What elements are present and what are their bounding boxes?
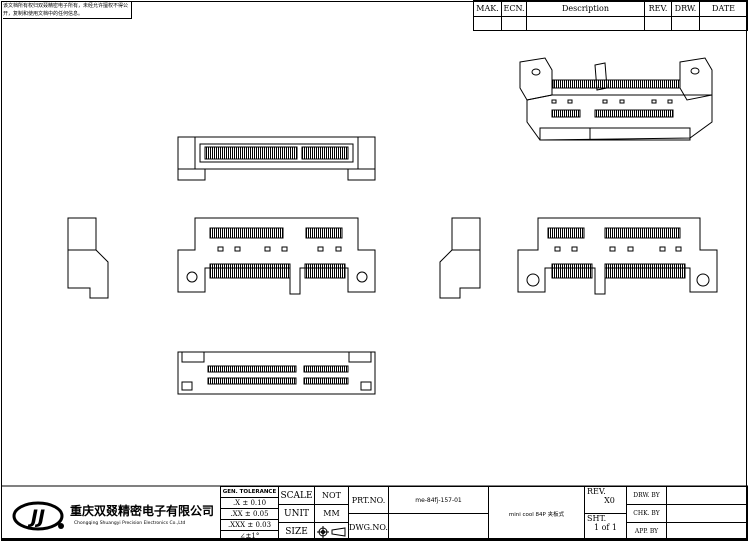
checked-by-label: CHK. BY [626, 504, 667, 523]
part-description: mini cool 84P 夹板式 [488, 486, 585, 541]
rev-cell [699, 16, 748, 31]
top-view [177, 136, 376, 181]
scale-value: NOT [314, 486, 349, 505]
sheet-block: SHT. 1 of 1 [584, 513, 627, 541]
rev-label: REV. [587, 487, 606, 496]
svg-text:JJ: JJ [27, 506, 45, 528]
isometric-view [519, 57, 713, 141]
projection-symbol [314, 522, 349, 541]
approved-by-value [666, 522, 748, 541]
company-name-cn: 重庆双叕精密电子有限公司 [70, 504, 215, 518]
dwg-no-value [388, 513, 489, 541]
side-view-right [439, 217, 481, 299]
part-no-value: me-84fj-157-01 [388, 486, 489, 514]
unit-value: MM [314, 504, 349, 523]
size-label: SIZE [278, 522, 315, 541]
third-angle-projection-icon [316, 525, 345, 538]
drawn-by-value [666, 486, 748, 505]
scale-label: SCALE [278, 486, 315, 505]
approved-by-label: APP. BY [626, 522, 667, 541]
tolerance-row: ∠±1° [220, 530, 279, 541]
confidentiality-notice: 该文档所有权归双叕精密电子所有，未经允许擅权不得公开，复制和使用文档中的任何信息… [3, 2, 132, 19]
sheet-value: 1 of 1 [593, 523, 618, 532]
front-view [177, 217, 376, 295]
side-view-left [67, 217, 109, 299]
sheet-label: SHT. [587, 514, 607, 523]
unit-label: UNIT [278, 504, 315, 523]
checked-by-value [666, 504, 748, 523]
company-logo: JJ [12, 501, 64, 531]
dwg-no-label: DWG.NO. [348, 513, 389, 541]
bottom-view [177, 351, 376, 395]
rev-block: REV. X0 [584, 486, 627, 514]
drawn-by-label: DRW. BY [626, 486, 667, 505]
company-name-en: Chongqing Shuangyi Precision Electronics… [74, 521, 186, 526]
rev-value: X0 [604, 496, 615, 505]
back-view [517, 217, 718, 295]
company-block [2, 486, 221, 541]
part-no-label: PRT.NO. [348, 486, 389, 514]
